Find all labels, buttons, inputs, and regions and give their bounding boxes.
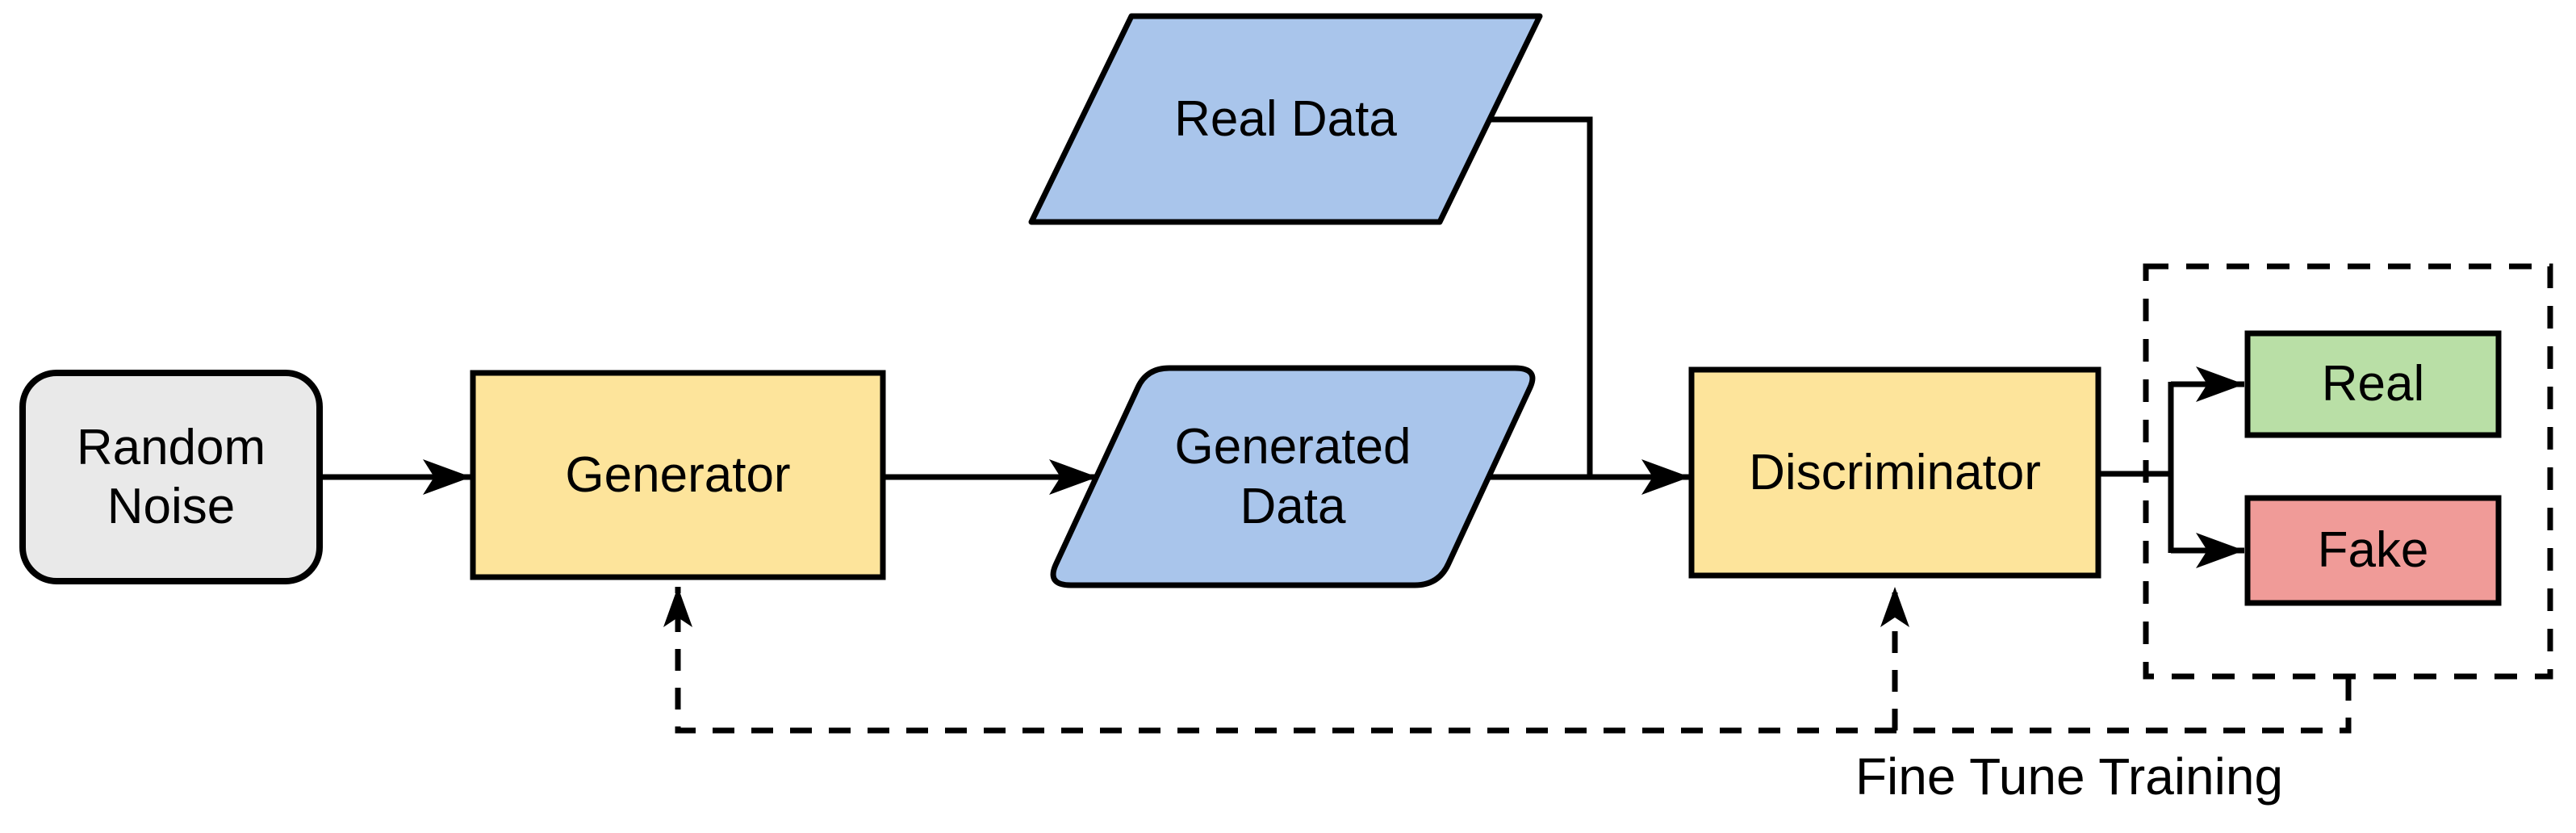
dashed-arrow-feedback-to-generator [663, 587, 2352, 734]
fake-output-node [2244, 495, 2502, 606]
connector-real-data-to-discriminator [1490, 116, 1593, 475]
random-noise-node [19, 370, 323, 584]
fine-tune-training-label: Fine Tune Training [1855, 747, 2284, 806]
output-group-dashed-box [2143, 263, 2553, 680]
connector-discriminator-branch [2098, 382, 2174, 553]
discriminator-node [1688, 366, 2101, 579]
generator-node [470, 370, 886, 580]
real-data-node [1028, 13, 1543, 225]
real-output-node [2244, 330, 2502, 438]
generated-data-node [1050, 365, 1536, 588]
